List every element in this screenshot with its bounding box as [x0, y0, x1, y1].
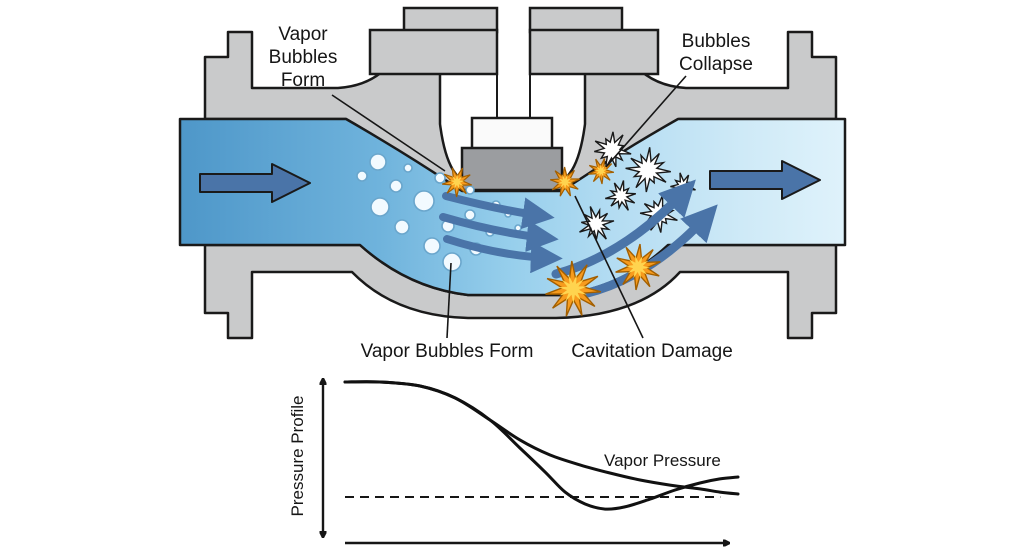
starburst-inner: [557, 174, 573, 190]
pressure-profile-chart: Pressure Profile Vapor Pressure: [288, 380, 740, 543]
outlet-flow-arrow: [709, 160, 821, 200]
label-bubbles-collapse-1: Bubbles: [682, 31, 751, 52]
starburst-inner: [449, 174, 465, 190]
diagram-labels: Vapor Bubbles Form Bubbles Collapse Vapo…: [269, 24, 753, 362]
starburst-inner: [626, 255, 650, 279]
bubble: [356, 170, 368, 182]
label-vapor-bubbles-top-1: Vapor: [278, 24, 328, 45]
label-vapor-bubbles-top-2: Bubbles: [269, 47, 338, 68]
label-bubbles-collapse-2: Collapse: [679, 54, 753, 75]
bonnet-assembly: [368, 6, 660, 192]
bubble: [413, 190, 435, 212]
bonnet-flange-right: [528, 28, 660, 76]
starburst-damage-medium: [615, 243, 661, 291]
bubble: [389, 179, 403, 193]
leader-vapor-bubbles-top: [331, 94, 446, 172]
starburst-inner: [594, 164, 608, 178]
bubble: [464, 209, 476, 221]
vapor-pressure-label: Vapor Pressure: [604, 451, 721, 470]
collapse-mark: [594, 131, 632, 169]
bubble: [434, 172, 446, 184]
pressure-curve-recovery: [343, 380, 740, 511]
bubble: [394, 219, 410, 235]
bonnet-flange-left: [368, 28, 499, 76]
label-vapor-bubbles-top-3: Form: [281, 70, 325, 91]
cavitation-bursts: [441, 158, 661, 317]
starburst-seat-left: [441, 167, 472, 198]
starburst-inner: [558, 274, 588, 304]
bubble: [370, 197, 390, 217]
flow-arrows: [199, 160, 821, 299]
bonnet-tab-right: [528, 6, 624, 34]
leader-cavitation-damage: [574, 195, 644, 339]
bubble: [403, 163, 413, 173]
label-cavitation-damage: Cavitation Damage: [571, 341, 733, 362]
vapor-bubbles: [356, 153, 522, 272]
bubble: [423, 237, 441, 255]
collapse-mark: [625, 147, 671, 193]
throat-flow-arrow: [442, 192, 555, 230]
valve-plug: [460, 146, 564, 192]
leader-bubbles-collapse: [605, 75, 687, 168]
collapse-mark: [579, 206, 615, 240]
flow-stream: [178, 117, 847, 297]
y-axis-label: Pressure Profile: [288, 396, 307, 517]
bubble: [442, 252, 462, 272]
bubble: [369, 153, 387, 171]
inlet-flow-arrow: [199, 163, 311, 203]
bubble: [465, 185, 475, 195]
label-vapor-bubbles-bottom: Vapor Bubbles Form: [361, 341, 534, 362]
throat-flow-arrow: [443, 235, 563, 274]
collapse-mark: [605, 180, 637, 211]
throat-flow-arrow: [439, 213, 559, 252]
starburst-seat-outlet: [588, 158, 615, 185]
valve-stem: [470, 116, 554, 152]
leader-vapor-bubbles-bottom: [446, 262, 452, 339]
callout-lines: [331, 75, 687, 339]
starburst-seat-right: [549, 166, 580, 197]
pressure-curve-gradual: [343, 380, 740, 496]
bonnet-tab-left: [402, 6, 499, 34]
starburst-damage-large: [545, 260, 602, 317]
